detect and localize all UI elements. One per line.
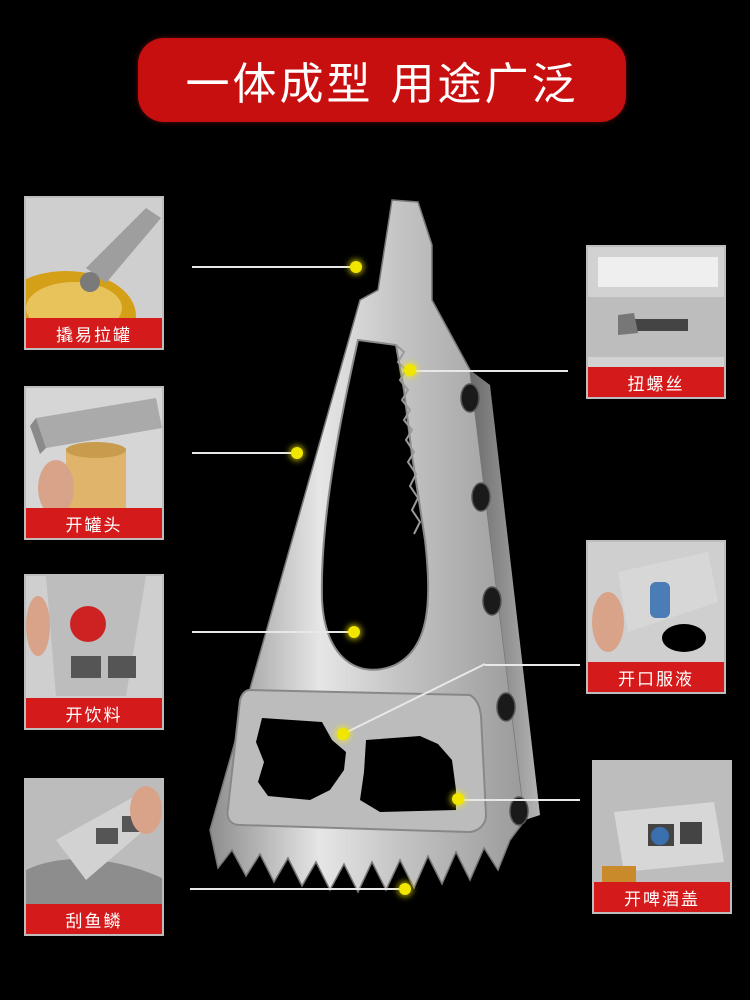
- feature-label: 开罐头: [26, 508, 162, 538]
- feature-card-fish-scale: 刮鱼鳞: [24, 778, 164, 936]
- marker-dot-7: [452, 793, 464, 805]
- fish-scale-icon: [26, 780, 162, 934]
- feature-card-open-tin: 开罐头: [24, 386, 164, 540]
- marker-dot-4: [399, 883, 411, 895]
- feature-label: 开饮料: [26, 698, 162, 728]
- marker-dot-2: [291, 447, 303, 459]
- marker-dot-5: [404, 364, 416, 376]
- leader-line-3: [192, 631, 354, 633]
- feature-card-pry-can: 撬易拉罐: [24, 196, 164, 350]
- feature-label: 扭螺丝: [588, 367, 724, 397]
- feature-label: 撬易拉罐: [26, 318, 162, 348]
- leader-line-4: [190, 888, 404, 890]
- marker-dot-1: [350, 261, 362, 273]
- feature-label: 开口服液: [588, 662, 724, 692]
- feature-card-open-drink: 开饮料: [24, 574, 164, 730]
- feature-card-screw: 扭螺丝: [586, 245, 726, 399]
- leader-line-6: [485, 664, 580, 666]
- leader-line-7: [458, 799, 580, 801]
- tool-edge: [470, 370, 540, 820]
- feature-card-vial: 开口服液: [586, 540, 726, 694]
- leader-line-5: [410, 370, 568, 372]
- feature-card-beer-cap: 开啤酒盖: [592, 760, 732, 914]
- opener-slot-left: [256, 718, 346, 800]
- leader-line-1: [192, 266, 356, 268]
- opener-slot-right: [360, 736, 456, 812]
- feature-label: 开啤酒盖: [594, 882, 730, 912]
- teardrop-cutout: [320, 338, 430, 671]
- leader-line-2: [192, 452, 296, 454]
- page-title: 一体成型 用途广泛: [138, 38, 626, 122]
- marker-dot-6: [337, 728, 349, 740]
- marker-dot-3: [348, 626, 360, 638]
- edge-rivets: [460, 383, 529, 826]
- feature-label: 刮鱼鳞: [26, 904, 162, 934]
